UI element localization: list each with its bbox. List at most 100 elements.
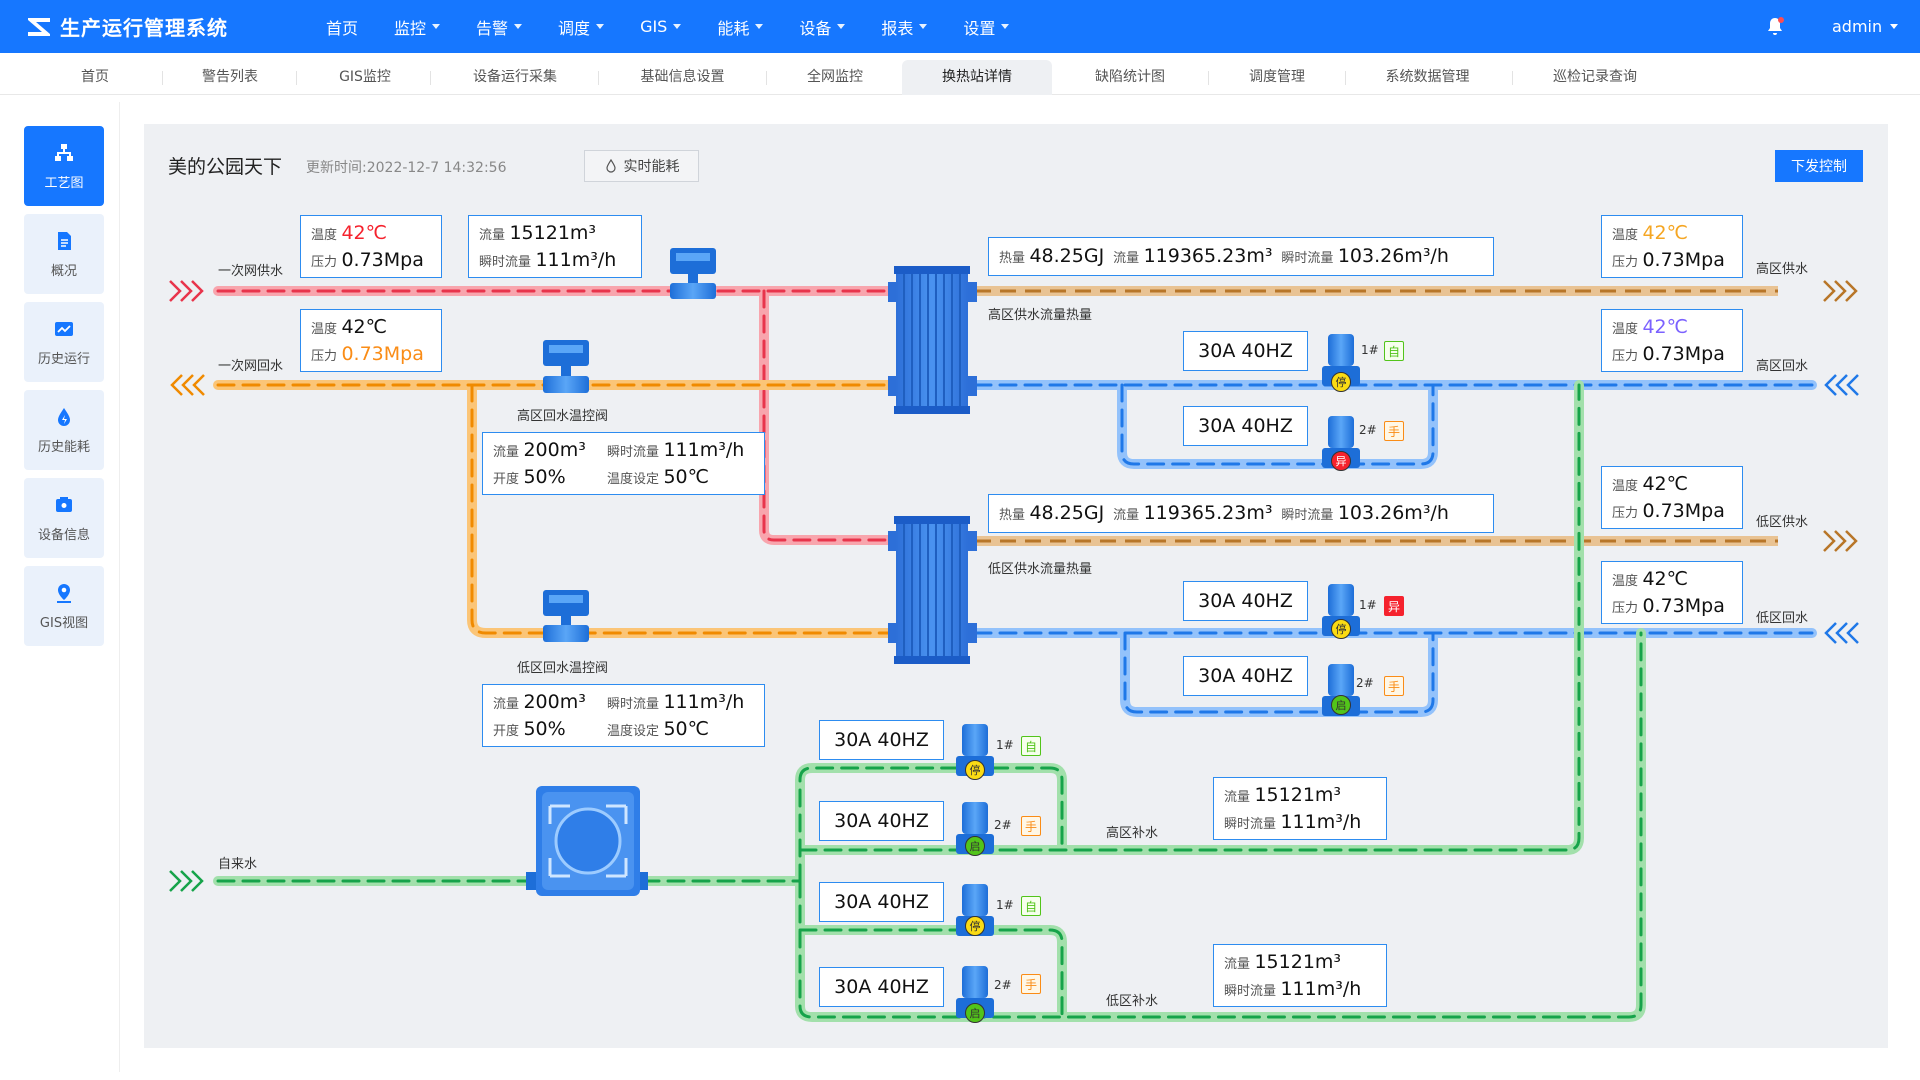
pump-spec-low-1[interactable]: 30A 40HZ [1183,581,1308,621]
pump-spec-high-2[interactable]: 30A 40HZ [1183,406,1308,446]
temp-value: 42℃ [341,222,387,244]
realtime-energy-button[interactable]: 实时能耗 [584,150,699,182]
tab-dispatch-mgmt[interactable]: 调度管理 [1249,69,1305,85]
bell-icon[interactable] [1766,17,1784,37]
tab-inspection[interactable]: 巡检记录查询 [1553,69,1637,85]
pump-spec-low-2[interactable]: 30A 40HZ [1183,656,1308,696]
menu-report[interactable]: 报表 [863,0,945,53]
menu-label: 监控 [394,18,427,38]
user-menu[interactable]: admin [1832,0,1899,53]
inst-flow-value: 111m³/h [663,691,745,713]
reading-high-return: 温度 42℃ 压力 0.73Mpa [1601,309,1743,372]
tab-alerts[interactable]: 警告列表 [202,69,258,85]
flow-label: 流量 [1224,957,1251,972]
menu-gis[interactable]: GIS [622,0,699,53]
inst-flow-label: 瞬时流量 [1281,251,1334,266]
reading-high-meter: 热量 48.25GJ 流量 119365.23m³ 瞬时流量 103.26m³/… [988,237,1494,276]
reading-primary-supply: 温度 42℃ 压力 0.73Mpa [300,215,442,278]
heat-value: 48.25GJ [1029,245,1105,267]
sidebar-item-history-run[interactable]: 历史运行 [24,302,104,382]
menu-alarm[interactable]: 告警 [458,0,540,53]
menu-label: GIS [640,17,668,36]
tab-defect-chart[interactable]: 缺陷统计图 [1095,69,1165,85]
sidebar-item-gis-view[interactable]: GIS视图 [24,566,104,646]
pump-mode-badge[interactable]: 手 [1384,676,1404,696]
chevron-down-icon [1001,24,1010,29]
heat-label: 热量 [999,251,1026,266]
reading-high-valve: 流量 200m³ 瞬时流量 111m³/h 开度 50% 温度设定 50℃ [482,432,765,495]
app-logo[interactable]: 生产运行管理系统 [26,12,288,41]
tab-station-detail[interactable]: 换热站详情 [902,60,1052,95]
menu-monitor[interactable]: 监控 [376,0,458,53]
menu-home[interactable]: 首页 [308,0,376,53]
pressure-value: 0.73Mpa [1642,249,1725,271]
tab-gis-monitor[interactable]: GIS监控 [339,69,391,85]
tab-network-monitor[interactable]: 全网监控 [807,69,863,85]
menu-dispatch[interactable]: 调度 [540,0,622,53]
pump-mode-badge[interactable]: 手 [1021,816,1041,836]
pressure-label: 压力 [1612,601,1639,616]
pump-spec-makeup-high-2[interactable]: 30A 40HZ [819,801,944,841]
pressure-label: 压力 [1612,349,1639,364]
sidebar-item-overview[interactable]: 概况 [24,214,104,294]
label-high-return: 高区回水 [1756,359,1809,374]
pump-mode-badge[interactable]: 手 [1384,421,1404,441]
flow-value: 15121m³ [1254,784,1342,806]
logo-icon [28,17,50,36]
tab-system-data[interactable]: 系统数据管理 [1385,69,1470,85]
label-low-meter: 低区供水流量热量 [988,562,1093,577]
pump-state-indicator[interactable]: 启 [1331,695,1351,715]
flow-value: 119365.23m³ [1143,502,1273,524]
tab-device-collect[interactable]: 设备运行采集 [473,69,557,85]
chevron-down-icon [1890,24,1899,29]
chevron-down-icon [755,24,764,29]
tab-basic-info[interactable]: 基础信息设置 [640,69,725,85]
temp-set-value: 50℃ [663,718,709,740]
pump-spec-makeup-high-1[interactable]: 30A 40HZ [819,720,944,760]
menu-energy[interactable]: 能耗 [699,0,781,53]
chevron-down-icon [432,24,441,29]
label-high-meter: 高区供水流量热量 [988,308,1093,323]
pump-mode-badge[interactable]: 异 [1384,596,1404,616]
heat-label: 热量 [999,508,1026,523]
pump-spec-makeup-low-1[interactable]: 30A 40HZ [819,882,944,922]
pump-state-indicator[interactable]: 停 [965,760,985,780]
pump-number: 1# [1359,598,1377,612]
pump-state-indicator[interactable]: 启 [965,836,985,856]
pump-mode-badge[interactable]: 自 [1021,896,1041,916]
flow-value: 15121m³ [1254,951,1342,973]
sidebar-label: 历史运行 [37,351,90,367]
water-drop-icon [605,159,616,173]
flow-value: 200m³ [523,439,586,461]
sidebar-item-device-info[interactable]: 设备信息 [24,478,104,558]
sidebar-item-history-energy[interactable]: 历史能耗 [24,390,104,470]
tab-divider [766,71,767,85]
inst-flow-value: 103.26m³/h [1337,245,1449,267]
send-control-button[interactable]: 下发控制 [1775,150,1863,182]
pump-state-indicator[interactable]: 启 [965,1003,985,1023]
flow-label: 流量 [479,228,506,243]
tab-home[interactable]: 首页 [81,69,109,85]
pump-state-indicator[interactable]: 停 [1331,619,1351,639]
heat-value: 48.25GJ [1029,502,1105,524]
pump-number: 1# [996,738,1014,752]
pump-spec-makeup-low-2[interactable]: 30A 40HZ [819,967,944,1007]
update-time: 更新时间:2022-12-7 14:32:56 [306,160,507,176]
map-pin-icon [57,583,71,603]
temp-label: 温度 [1612,479,1639,494]
temp-value: 42℃ [1642,316,1688,338]
menu-device[interactable]: 设备 [781,0,863,53]
pump-state-indicator[interactable]: 异 [1331,451,1351,471]
sidebar-item-process[interactable]: 工艺图 [24,126,104,206]
pump-state-indicator[interactable]: 停 [1331,372,1351,392]
pump-mode-badge[interactable]: 自 [1384,341,1404,361]
label-tap-water: 自来水 [218,857,258,872]
pump-mode-badge[interactable]: 自 [1021,736,1041,756]
pump-spec-high-1[interactable]: 30A 40HZ [1183,331,1308,371]
tab-divider [162,71,163,85]
menu-settings[interactable]: 设置 [945,0,1027,53]
pump-state-indicator[interactable]: 停 [965,916,985,936]
sidebar-label: 历史能耗 [37,439,90,455]
pump-number: 1# [1361,343,1379,357]
pump-mode-badge[interactable]: 手 [1021,974,1041,994]
